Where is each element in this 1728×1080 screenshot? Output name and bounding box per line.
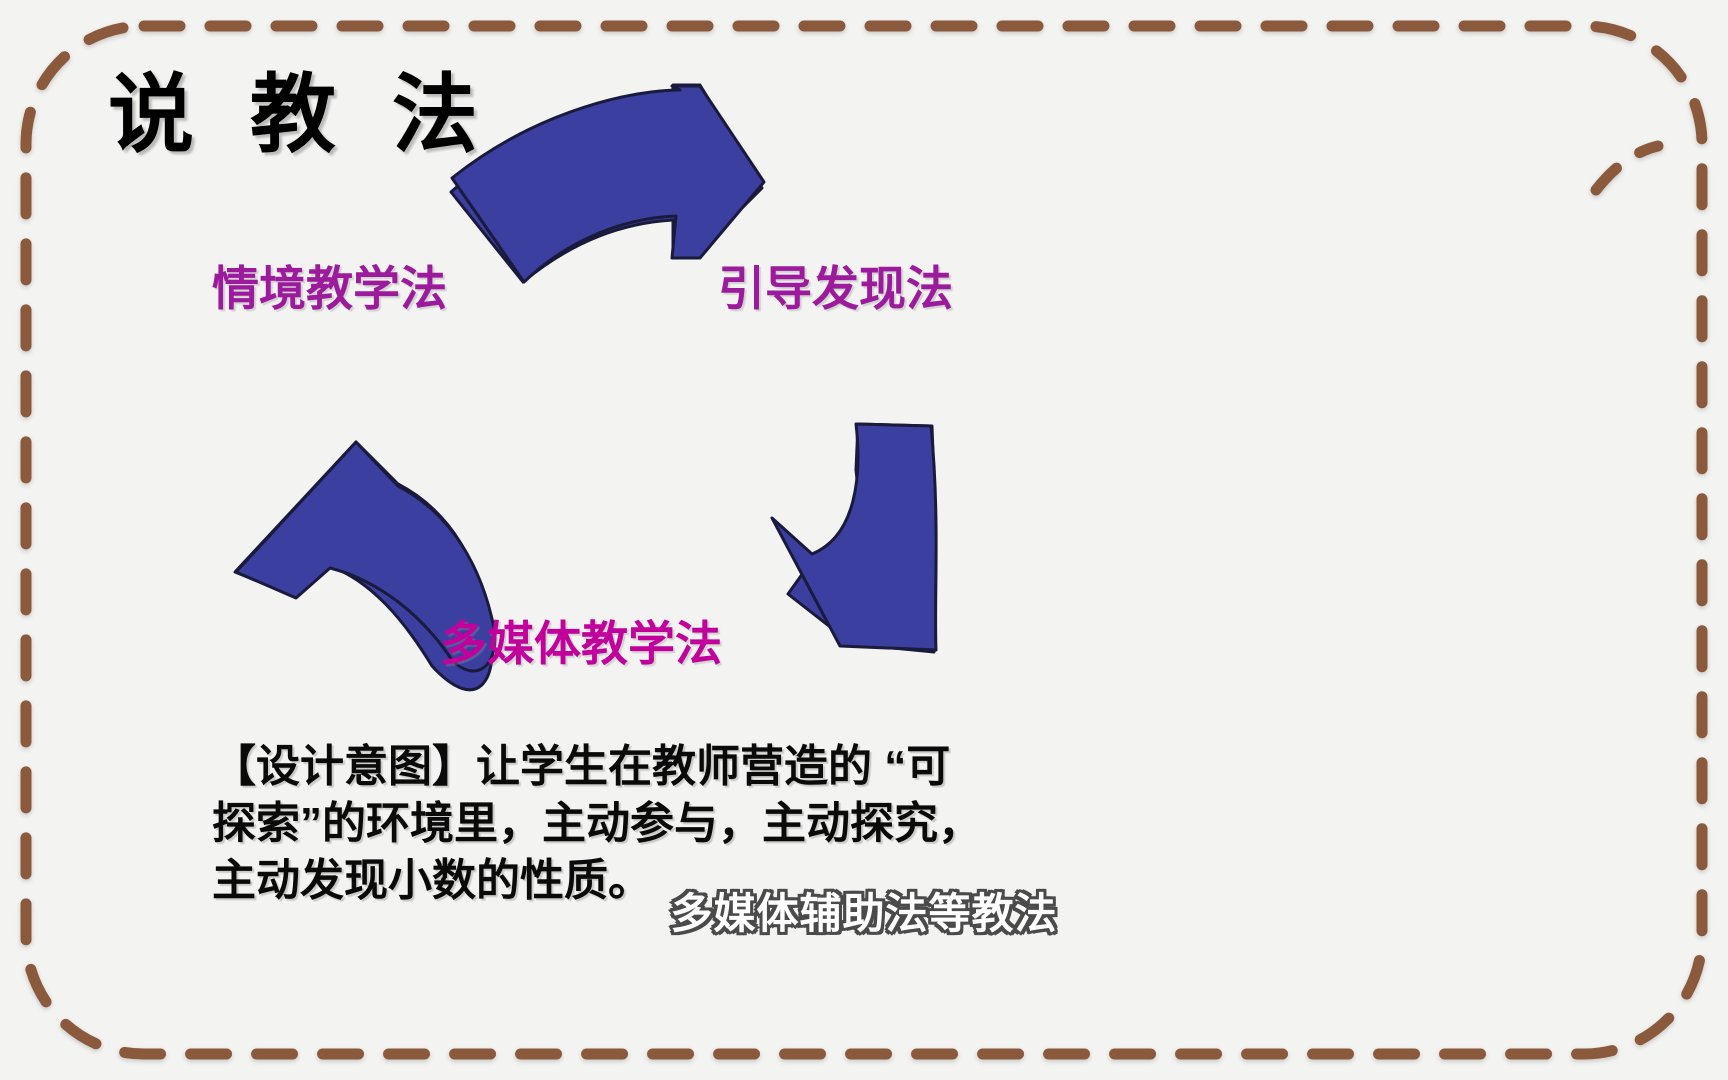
arrow-left-up-icon-main <box>234 440 497 673</box>
design-intent-line-3: 主动发现小数的性质。 <box>212 856 652 906</box>
video-subtitle-overlay: 多媒体辅助法等教法 <box>668 888 1059 940</box>
cycle-label-multimedia: 多媒体教学法 <box>440 617 722 670</box>
design-intent-line-1: 【设计意图】让学生在教师营造的 “可 <box>212 742 951 791</box>
design-intent-paragraph: 【设计意图】让学生在教师营造的 “可 探索”的环境里，主动参与，主动探究， 主动… <box>212 738 1152 910</box>
page-title: 说 教 法 <box>108 67 494 163</box>
arrow-bottom-down-icon-main <box>770 422 938 652</box>
design-intent-line-2: 探索”的环境里，主动参与，主动探究， <box>212 799 982 849</box>
cycle-label-guided: 引导发现法 <box>718 262 953 315</box>
cycle-label-situational: 情境教学法 <box>212 262 447 315</box>
arrow-top-right-icon-main <box>450 84 766 284</box>
